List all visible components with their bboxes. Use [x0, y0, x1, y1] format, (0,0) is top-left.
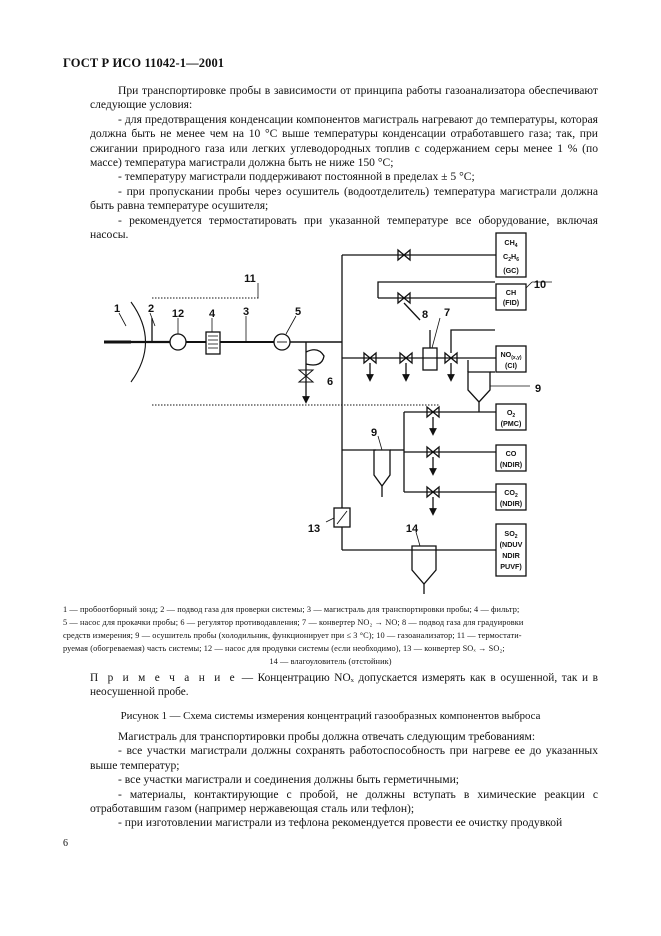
- figure-legend: 1 — пробоотборный зонд; 2 — подвод газа …: [63, 603, 598, 668]
- label-2: 2: [148, 303, 154, 315]
- label-5: 5: [295, 306, 301, 318]
- requirements-item-4: - при изготовлении магистрали из тефлона…: [118, 816, 563, 830]
- label-6: 6: [327, 376, 333, 388]
- intro-item-3: - при пропускании пробы через осушитель …: [90, 184, 598, 213]
- svg-text:(PMC): (PMC): [501, 419, 522, 428]
- svg-text:CH4: CH4: [504, 238, 517, 249]
- no2-converter: [422, 347, 438, 371]
- label-12: 12: [172, 308, 184, 320]
- back-pressure-regulator: [305, 349, 325, 366]
- requirements-item-2: - все участки магистрали и соединения до…: [118, 773, 460, 787]
- intro-item-1: - для предотвращения конденсации компоне…: [90, 112, 598, 170]
- svg-text:CH: CH: [506, 288, 516, 297]
- figure-note: П р и м е ч а н и е — Концентрацию NOₓ д…: [90, 671, 598, 700]
- legend-line-2: 5 — насос для прокачки пробы; 6 — регуля…: [63, 618, 524, 627]
- legend-line-3: средств измерения; 9 — осушитель пробы (…: [63, 631, 522, 640]
- filter: [205, 331, 221, 355]
- svg-text:(GC): (GC): [503, 266, 519, 275]
- label-3: 3: [243, 306, 249, 318]
- svg-text:O2: O2: [507, 408, 516, 419]
- legend-line-4: руемая (обогреваемая) часть системы; 12 …: [63, 644, 505, 653]
- page-number: 6: [63, 838, 68, 849]
- label-9b: 9: [371, 427, 377, 439]
- label-9a: 9: [535, 383, 541, 395]
- svg-text:CO2: CO2: [504, 488, 518, 499]
- intro-item-2: - температуру магистрали поддерживают по…: [118, 170, 475, 184]
- so2-converter: [333, 507, 351, 528]
- valve-nox-3: [444, 351, 458, 365]
- requirements-item-1: - все участки магистрали должны сохранят…: [90, 744, 598, 772]
- svg-text:(FID): (FID): [503, 298, 520, 307]
- label-14: 14: [406, 523, 419, 535]
- valve-nox-2: [399, 351, 413, 365]
- svg-text:(NDIR): (NDIR): [500, 499, 523, 508]
- moisture-trap: [411, 545, 437, 585]
- note-text: — Концентрацию NOₓ допускается измерять …: [90, 672, 598, 699]
- svg-text:CO: CO: [506, 449, 517, 458]
- sample-dryer-2: [373, 449, 391, 488]
- label-4: 4: [209, 308, 216, 320]
- valve-o2: [426, 405, 440, 419]
- analyzer-nox: [495, 345, 527, 373]
- analyzer-ch: [495, 283, 527, 311]
- analyzer-co2: [495, 483, 527, 511]
- purge-pump: [169, 333, 187, 351]
- valve-ch4: [397, 248, 411, 262]
- svg-text:NDIR: NDIR: [502, 551, 520, 560]
- label-13: 13: [308, 523, 320, 535]
- analyzer-o2: [495, 403, 527, 431]
- analyzer-so2: [495, 523, 527, 577]
- legend-line-1: 1 — пробоотборный зонд; 2 — подвод газа …: [63, 605, 520, 614]
- svg-text:NO(x,y): NO(x,y): [500, 350, 521, 361]
- label-10: 10: [534, 279, 546, 291]
- label-1: 1: [114, 303, 120, 315]
- valve-co2: [426, 485, 440, 499]
- analyzer-co: [495, 444, 527, 472]
- requirements-item-3: - материалы, контактирующие с пробой, не…: [90, 787, 598, 816]
- analyzer-ch4: [495, 232, 527, 278]
- svg-text:PUVF): PUVF): [500, 562, 522, 571]
- label-8: 8: [422, 309, 428, 321]
- legend-line-5: 14 — влагоуловитель (отстойник): [269, 657, 392, 666]
- intro-item-4: - рекомендуется термостатировать при ука…: [90, 213, 598, 242]
- label-11: 11: [244, 273, 256, 285]
- figure-caption: Рисунок 1 — Схема системы измерения конц…: [120, 710, 541, 722]
- svg-text:(CI): (CI): [505, 361, 518, 370]
- intro-lead: При транспортировке пробы в зависимости …: [90, 84, 598, 112]
- valve-co: [426, 445, 440, 459]
- valve-nox-1: [363, 351, 377, 365]
- intro-section: При транспортировке пробы в зависимости …: [90, 84, 598, 242]
- sample-dryer-1: [467, 371, 491, 403]
- requirements-section: Магистраль для транспортировки пробы дол…: [90, 730, 598, 831]
- note-label: П р и м е ч а н и е: [90, 672, 238, 684]
- svg-text:C2H6: C2H6: [503, 252, 519, 263]
- svg-text:SO2: SO2: [504, 529, 517, 540]
- requirements-lead: Магистраль для транспортировки пробы дол…: [118, 730, 536, 743]
- document-header: ГОСТ Р ИСО 11042-1—2001: [63, 56, 225, 70]
- svg-text:(NDIR): (NDIR): [500, 460, 523, 469]
- label-7: 7: [444, 307, 450, 319]
- svg-text:(NDUV: (NDUV: [500, 540, 523, 549]
- valve-ch: [397, 291, 411, 305]
- regulator-valve: [297, 369, 315, 383]
